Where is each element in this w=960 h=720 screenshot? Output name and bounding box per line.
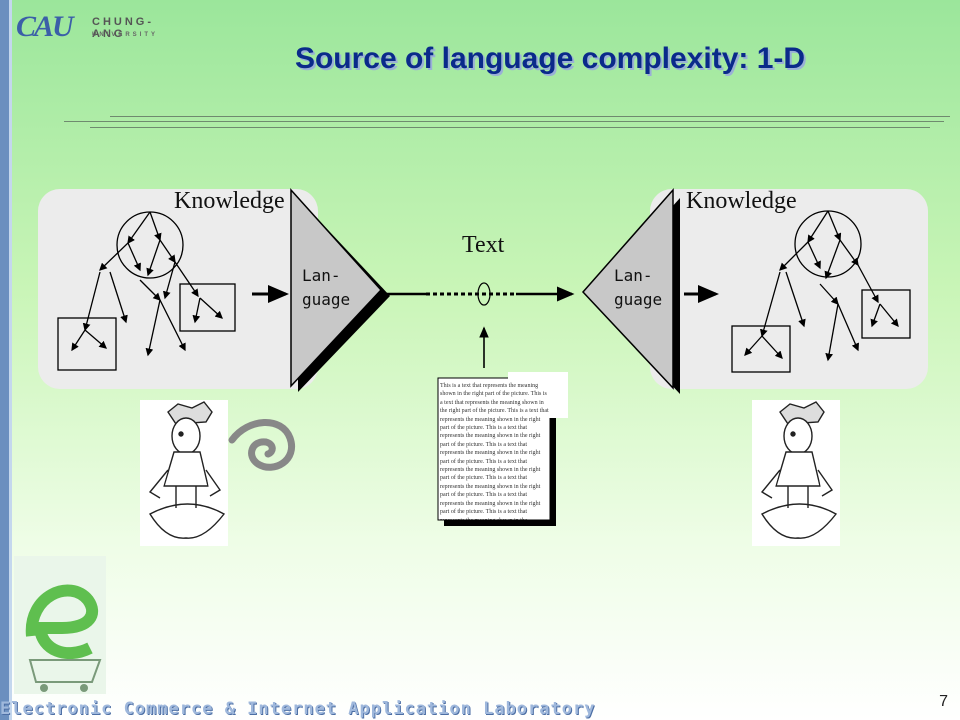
left-knowledge-graph (57, 211, 236, 371)
title-rule-3 (90, 127, 930, 128)
left-person-figure (140, 400, 228, 546)
left-knowledge-label: Knowledge (174, 188, 285, 214)
thought-spiral (228, 419, 296, 471)
university-name: CHUNG-ANG (92, 16, 154, 40)
document-text: This is a text that represents the meani… (440, 383, 549, 520)
title-rule-2 (64, 121, 944, 122)
right-knowledge-label: Knowledge (686, 188, 797, 214)
right-language-funnel (581, 188, 680, 394)
university-subtitle: UNIVERSITY (92, 32, 159, 38)
title-rule-1 (110, 116, 950, 117)
text-label: Text (462, 232, 505, 258)
text-token-ellipse (477, 282, 491, 306)
slide-title: Source of language complexity: 1-D (294, 42, 806, 75)
right-knowledge-graph (731, 210, 911, 373)
left-sidebar-bar (0, 0, 9, 720)
right-language-label: Lan- guage (614, 266, 663, 309)
e-commerce-logo (14, 556, 106, 694)
page-number: 7 (939, 693, 948, 710)
right-person-figure (752, 400, 840, 546)
left-language-label: Lan- guage (302, 266, 351, 309)
university-logo: CAU CHUNG-ANG UNIVERSITY (14, 6, 174, 46)
logo-text: CAU (16, 10, 74, 43)
left-sidebar-stripe (9, 0, 12, 720)
lab-name-footer: Electronic Commerce & Internet Applicati… (0, 699, 596, 719)
document-folded-corner (508, 372, 568, 418)
left-language-funnel (290, 188, 390, 392)
right-knowledge-panel (650, 189, 928, 389)
